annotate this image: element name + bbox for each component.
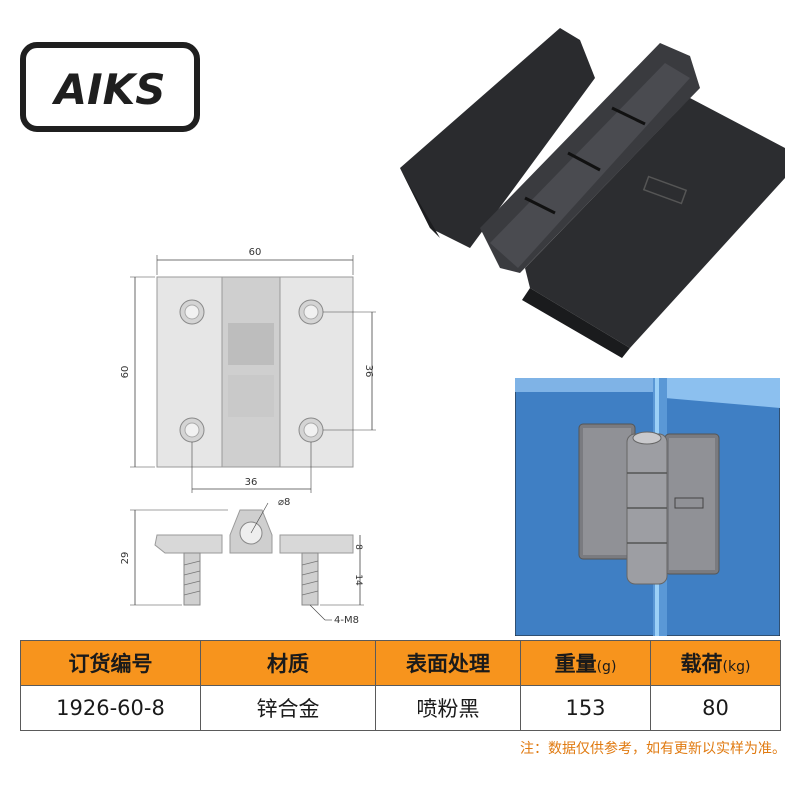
hinge-product-image [400,28,785,358]
cell-weight: 153 [520,685,651,731]
hinge-installation-image [515,378,780,636]
logo-text: AIKS [52,65,166,114]
spec-table: 订货编号 材质 表面处理 重量(g) 载荷(kg) 1926-60-8 锌合金 … [20,640,781,731]
hinge-technical-drawing: 60 60 36 36 29 8 14 ⌀8 4-M8 [120,247,376,625]
header-order-number: 订货编号 [20,640,201,686]
dim-thread-spec: 4-M8 [334,615,359,625]
cell-order-number: 1926-60-8 [20,685,201,731]
dim-top-width: 60 [249,247,262,258]
dim-height: 60 [120,366,131,379]
header-material: 材质 [200,640,376,686]
cell-material: 锌合金 [200,685,376,731]
table-header-row: 订货编号 材质 表面处理 重量(g) 载荷(kg) [20,640,781,686]
header-surface-treatment: 表面处理 [375,640,521,686]
dim-total-height: 29 [120,552,131,565]
cell-surface-treatment: 喷粉黑 [375,685,521,731]
cell-load: 80 [650,685,781,731]
header-weight: 重量(g) [520,640,651,686]
dim-hole-spacing-h: 36 [245,477,258,488]
dim-hole-spacing-v: 36 [363,365,374,378]
dim-pin-diameter: ⌀8 [278,497,290,508]
dim-thread-length: 14 [353,574,363,586]
header-load: 载荷(kg) [650,640,781,686]
table-row: 1926-60-8 锌合金 喷粉黑 153 80 [20,685,781,731]
dim-leaf-thickness: 8 [353,544,363,550]
brand-logo: AIKS [20,42,200,132]
disclaimer-note: 注：数据仅供参考，如有更新以实样为准。 [520,741,786,757]
